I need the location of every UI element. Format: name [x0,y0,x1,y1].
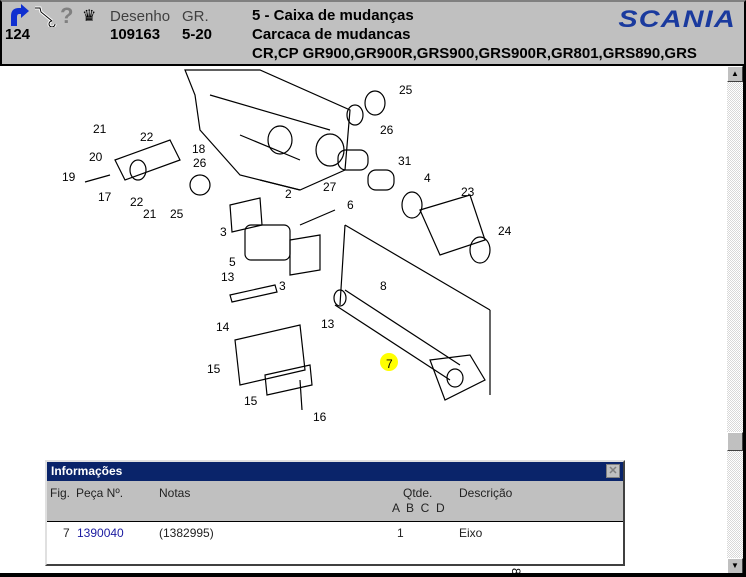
callout[interactable]: 13 [321,317,335,331]
wrench-icon[interactable] [32,5,58,27]
row-desc: Eixo [459,526,483,540]
info-table-header: Fig. Peça Nº. Notas Qtde. A B C D Descri… [47,481,623,522]
callout[interactable]: 26 [193,156,207,170]
exploded-view-drawing: 25 26 21 22 18 20 26 31 19 17 22 21 25 2… [62,69,523,574]
back-count: 124 [5,26,31,43]
part-number-link[interactable]: 1390040 [77,526,124,540]
col-qty: Qtde. [403,486,433,500]
window-border [743,66,746,577]
info-panel: Informações ✕ Fig. Peça Nº. Notas Qtde. … [45,460,625,566]
help-icon[interactable]: ? [60,3,74,28]
header-bar: ? ♛ 124 Desenho 109163 GR. 5-20 5 - Caix… [0,0,746,66]
drawing-label: Desenho [110,8,171,25]
col-part: Peça Nº. [76,486,124,500]
back-arrow-icon[interactable] [5,4,31,28]
row-notes: (1382995) [159,526,214,540]
callout[interactable]: 27 [323,180,337,194]
model-list: CR,CP GR900,GR900R,GRS900,GRS900R,GR801,… [252,45,697,62]
callouts: 25 26 21 22 18 20 26 31 19 17 22 21 25 2… [62,83,512,424]
page-title: 5 - Caixa de mudanças [252,7,414,24]
callout[interactable]: 22 [130,195,144,209]
scroll-down-button[interactable]: ▼ [727,558,743,574]
callout[interactable]: 5 [229,255,236,269]
col-notes: Notas [159,486,191,500]
scania-logo: SCANIA [618,6,736,33]
callout[interactable]: 14 [216,320,230,334]
group-value: 5-20 [182,26,213,43]
callout[interactable]: 4 [424,171,431,185]
callout[interactable]: 17 [98,190,112,204]
window-border [0,573,746,577]
col-desc: Descrição [459,486,513,500]
callout[interactable]: 31 [398,154,412,168]
scroll-up-button[interactable]: ▲ [727,66,743,82]
callout[interactable]: 8 [380,279,387,293]
callout[interactable]: 13 [221,270,235,284]
callout[interactable]: 23 [461,185,475,199]
row-qty: 1 [397,526,404,540]
row-fig: 7 [63,526,70,540]
info-title: Informações [51,464,123,478]
callout[interactable]: 21 [143,207,157,221]
callout[interactable]: 20 [89,150,103,164]
callout[interactable]: 6 [347,198,354,212]
callout[interactable]: 18 [192,142,206,156]
highlight-marker [380,353,398,371]
callout[interactable]: 3 [279,279,286,293]
drawing-side-number: 86 [509,568,523,574]
page-subtitle: Carcaca de mudancas [252,26,411,43]
drawing-lines [84,69,491,411]
callout[interactable]: 25 [399,83,413,97]
table-row[interactable]: 7 1390040 (1382995) 1 Eixo [47,522,623,546]
crown-icon[interactable]: ♛ [82,8,97,25]
callout[interactable]: 26 [380,123,394,137]
callout[interactable]: 15 [207,362,221,376]
callout[interactable]: 24 [498,224,512,238]
scroll-thumb[interactable] [727,432,743,451]
callout[interactable]: 22 [140,130,154,144]
info-title-bar: Informações ✕ [47,462,623,481]
callout[interactable]: 25 [170,207,184,221]
drawing-value: 109163 [110,26,161,43]
callout[interactable]: 21 [93,122,107,136]
callout[interactable]: 15 [244,394,258,408]
vertical-scrollbar[interactable]: ▲ ▼ [727,66,743,576]
group-label: GR. [182,8,209,25]
col-fig: Fig. [50,486,71,500]
callout-selected[interactable]: 7 [386,357,393,371]
parts-diagram: 25 26 21 22 18 20 26 31 19 17 22 21 25 2… [0,66,727,574]
callout[interactable]: 19 [62,170,76,184]
callout[interactable]: 16 [313,410,327,424]
callout[interactable]: 3 [220,225,227,239]
col-qty-sub: A B C D [392,501,445,515]
callout[interactable]: 2 [285,187,292,201]
close-button[interactable]: ✕ [606,464,620,478]
